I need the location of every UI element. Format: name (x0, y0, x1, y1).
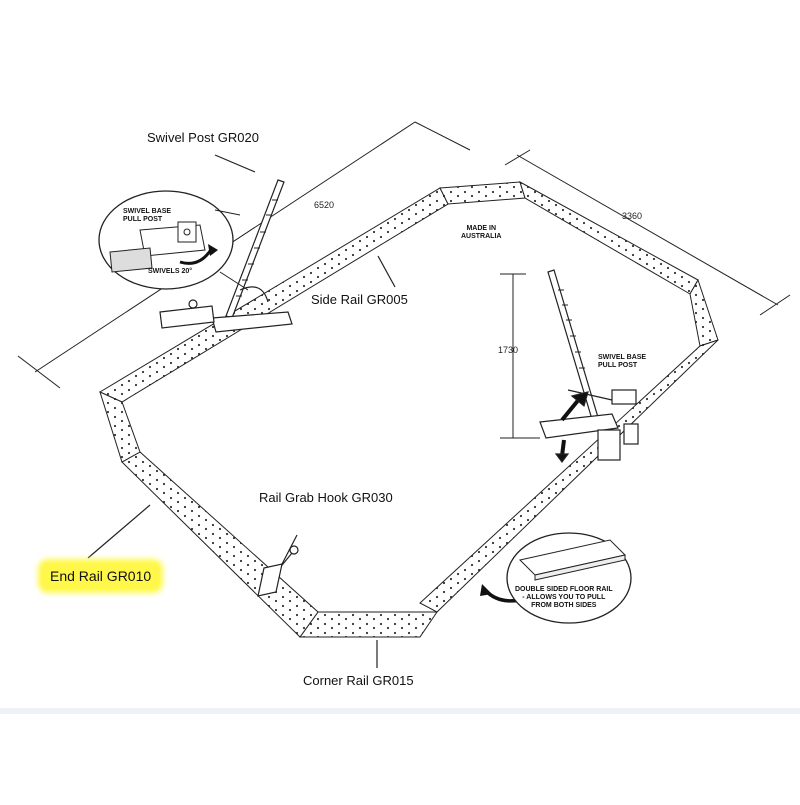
rail-segment-corner-bottom (299, 611, 438, 638)
width-dimension-line (516, 154, 779, 306)
floor-rail-inset (480, 532, 632, 624)
floor-rail-line3: FROM BOTH SIDES (531, 602, 597, 609)
rail-segment-end-right (419, 339, 719, 613)
height-dimension-value: 1730 (498, 345, 519, 355)
rail-segment-end-left (121, 451, 319, 638)
swivel-post-right (539, 269, 639, 463)
swivels-caption: SWIVELS 20° (148, 268, 193, 275)
length-dimension-value: 6520 (314, 200, 335, 210)
rail-grab-hook-label: Rail Grab Hook GR030 (259, 490, 393, 505)
made-in-line2: AUSTRALIA (461, 233, 502, 240)
width-dimension-value: 3360 (622, 211, 643, 221)
end-rail-label: End Rail GR010 (42, 563, 160, 589)
swivel-post-left (159, 179, 293, 333)
swivel-base-left-line1: SWIVEL BASE (123, 208, 172, 215)
rail-ring (98, 180, 719, 638)
swivel-base-caption-right: SWIVEL BASE PULL POST (598, 354, 646, 370)
swivel-base-right-line1: SWIVEL BASE (598, 354, 647, 361)
rail-segment-corner-top (439, 181, 526, 205)
swivel-base-right-line2: PULL POST (598, 362, 638, 369)
rail-segment-corner-right (689, 278, 719, 347)
swivel-base-caption-left: SWIVEL BASE PULL POST (123, 208, 171, 224)
rail-segment-side-right (519, 180, 699, 295)
floor-rail-caption: DOUBLE SIDED FLOOR RAIL - ALLOWS YOU TO … (515, 586, 613, 610)
swivel-post-label: Swivel Post GR020 (147, 130, 259, 145)
side-rail-label: Side Rail GR005 (311, 292, 408, 307)
made-in-line1: MADE IN (466, 225, 496, 232)
rail-grab-hook (257, 545, 299, 597)
leader-lines (87, 154, 396, 668)
floor-rail-line2: - ALLOWS YOU TO PULL (522, 594, 606, 601)
floor-rail-line1: DOUBLE SIDED FLOOR RAIL (515, 586, 613, 593)
rail-segment-corner-left (99, 391, 141, 463)
bottom-divider (0, 708, 800, 714)
swivel-base-inset-left (98, 190, 249, 291)
corner-rail-label: Corner Rail GR015 (303, 673, 414, 688)
made-in-australia-text: MADE IN AUSTRALIA (461, 225, 501, 241)
swivel-base-left-line2: PULL POST (123, 216, 163, 223)
